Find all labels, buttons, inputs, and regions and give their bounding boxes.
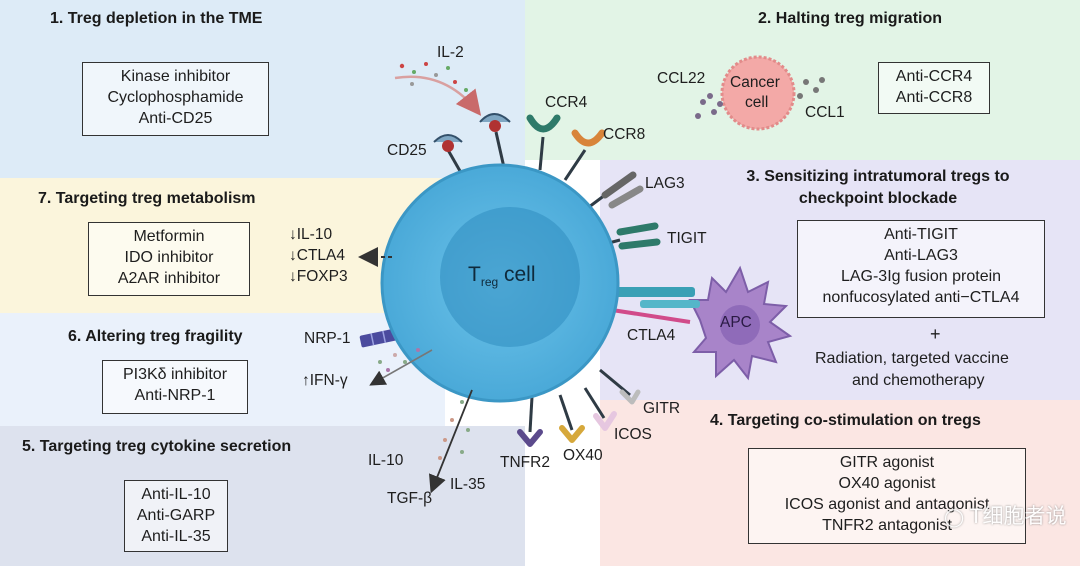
label-met-ctla4: ↓CTLA4: [289, 247, 345, 264]
label-apc: APC: [720, 314, 752, 331]
label-gitr: GITR: [643, 400, 681, 417]
label-ox40: OX40: [563, 447, 603, 464]
panel-3-title-line2: checkpoint blockade: [798, 190, 958, 207]
lag3-receptor: [601, 171, 644, 209]
watermark-icon: ◯: [944, 507, 965, 527]
label-il35: IL-35: [450, 476, 486, 493]
label-il10: IL-10: [368, 452, 404, 469]
receptor-stalks: [414, 131, 631, 433]
panel-4-title: 4. Targeting co-stimulation on tregs: [710, 412, 981, 429]
panel-3-box: Anti-TIGIT Anti-LAG3 LAG-3Ig fusion prot…: [797, 220, 1045, 318]
watermark: ◯ T细胞者说: [944, 500, 1066, 530]
panel-5-item: Anti-IL-35: [141, 528, 211, 545]
panel-3-item: Anti-LAG3: [884, 247, 958, 264]
panel-1-item: Cyclophosphamide: [107, 89, 244, 106]
ccl1-dots: [797, 77, 825, 99]
panel-3-item: LAG-3Ig fusion protein: [840, 268, 1002, 285]
panel-6-item: PI3Kδ inhibitor: [122, 366, 228, 383]
icos-receptor: [593, 411, 617, 431]
apc-cell: [688, 265, 793, 381]
panel-5-item: Anti-IL-10: [141, 486, 211, 503]
panel-5-title: 5. Targeting treg cytokine secretion: [22, 438, 292, 455]
panel-4-item: TNFR2 antagonist: [822, 517, 952, 534]
label-cancer-line1: Cancer: [730, 74, 780, 91]
panel-1-item: Kinase inhibitor: [120, 68, 231, 85]
label-il2: IL-2: [437, 44, 464, 61]
label-ccr4: CCR4: [545, 94, 588, 111]
apc-binding-complex: [611, 287, 700, 324]
label-ifng: ↑IFN-γ: [302, 372, 348, 389]
cd25-receptor-left: [433, 134, 463, 152]
panel-2-item: Anti-CCR4: [895, 68, 973, 85]
panel-1-title: 1. Treg depletion in the TME: [50, 10, 263, 27]
label-tigit: TIGIT: [667, 230, 707, 247]
label-ccl1: CCL1: [805, 104, 845, 121]
treg-cell-label: Treg cell: [468, 263, 536, 289]
panel-3-item: Anti-TIGIT: [884, 226, 958, 243]
panel-6-box: PI3Kδ inhibitor Anti-NRP-1: [102, 360, 248, 414]
panel-5-bg: [0, 426, 525, 566]
cancer-cell: [720, 55, 796, 131]
panel-4-box: GITR agonist OX40 agonist ICOS agonist a…: [748, 448, 1026, 544]
gitr-receptor: [619, 389, 641, 405]
panel-4-item: GITR agonist: [839, 454, 935, 471]
tigit-receptor: [616, 222, 661, 250]
panel-6-item: Anti-NRP-1: [134, 387, 216, 404]
treg-cell: [380, 163, 620, 403]
label-tnfr2: TNFR2: [500, 454, 550, 471]
ccl22-dots: [695, 93, 723, 119]
ifng-signal: [369, 348, 433, 386]
panel-3-title-line1: 3. Sensitizing intratumoral tregs to: [746, 168, 1010, 185]
cytokine-secretion: [428, 389, 473, 494]
panel-3-plus: +: [930, 324, 941, 344]
treg-label-rest: cell: [498, 263, 536, 286]
label-lag3: LAG3: [645, 175, 685, 192]
label-met-il10: ↓IL-10: [289, 226, 333, 243]
panel-1-item: Anti-CD25: [138, 110, 213, 127]
ox40-receptor: [559, 425, 585, 443]
tnfr2-receptor: [517, 429, 543, 447]
panel-3-extra-line2: and chemotherapy: [852, 372, 985, 389]
panel-7-box: Metformin IDO inhibitor A2AR inhibitor: [88, 222, 250, 296]
ccr8-receptor: [571, 129, 606, 147]
panel-5-box: Anti-IL-10 Anti-GARP Anti-IL-35: [124, 480, 228, 552]
panel-3-item: nonfucosylated anti−CTLA4: [822, 289, 1020, 306]
label-icos: ICOS: [614, 426, 652, 443]
watermark-text: T细胞者说: [969, 505, 1067, 528]
il2-signal: [394, 62, 482, 116]
panel-4-item: OX40 agonist: [838, 475, 936, 492]
panel-7-title: 7. Targeting treg metabolism: [38, 190, 256, 207]
panel-3-title: 3. Sensitizing intratumoral tregs to che…: [708, 166, 1048, 210]
label-tgfb: TGF-β: [387, 490, 433, 507]
panel-4-item: ICOS agonist and antagonist: [784, 496, 990, 513]
panel-7-item: Metformin: [133, 228, 205, 245]
panel-5-item: Anti-GARP: [136, 507, 216, 524]
label-cancer-line2: cell: [745, 94, 769, 111]
panel-2-box: Anti-CCR4 Anti-CCR8: [878, 62, 990, 114]
cd25-receptor-right: [479, 113, 511, 132]
treg-label-t: T: [468, 263, 481, 286]
label-ccr8: CCR8: [603, 126, 646, 143]
label-ctla4: CTLA4: [627, 327, 676, 344]
panel-7-item: IDO inhibitor: [124, 249, 214, 266]
panel-2-title: 2. Halting treg migration: [758, 10, 943, 27]
ccr4-receptor: [526, 114, 561, 133]
panel-3-extra-line1: Radiation, targeted vaccine: [815, 350, 1009, 367]
label-ccl22: CCL22: [657, 70, 706, 87]
label-nrp1: NRP-1: [304, 330, 351, 347]
panel-7-item: A2AR inhibitor: [117, 270, 221, 287]
label-met-foxp3: ↓FOXP3: [289, 268, 348, 285]
panel-2-item: Anti-CCR8: [895, 89, 973, 106]
panel-1-box: Kinase inhibitor Cyclophosphamide Anti-C…: [82, 62, 269, 136]
treg-label-sub: reg: [480, 275, 499, 290]
label-cd25: CD25: [387, 142, 427, 159]
panel-6-title: 6. Altering treg fragility: [68, 328, 243, 345]
